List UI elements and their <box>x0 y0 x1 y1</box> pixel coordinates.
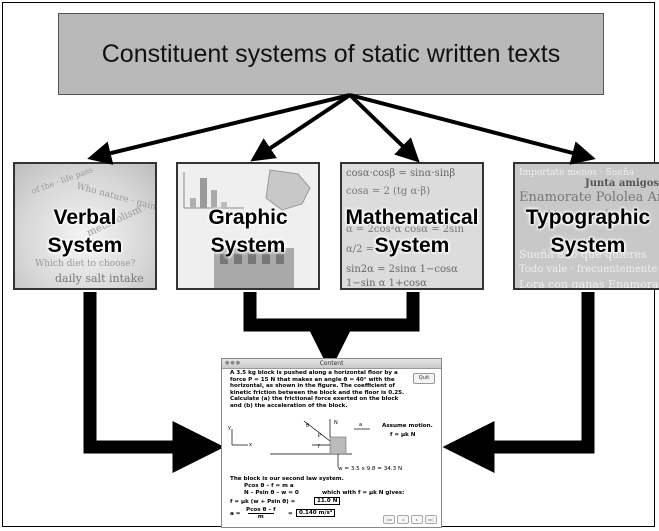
mathematical-system-label: Mathematical System <box>345 206 479 257</box>
first-page-button[interactable]: |◂◂ <box>383 515 395 524</box>
arrow-verbal-to-example <box>83 292 225 473</box>
solution-line-2: Pcos θ – f = m a <box>244 483 294 489</box>
verbal-system-panel: of the · life pass Who nature · gaining … <box>13 162 157 290</box>
svg-text:N: N <box>334 420 338 426</box>
arrow-graphic-math-to-example <box>243 292 420 352</box>
solution-line-5: a = <box>230 511 241 517</box>
svg-text:x: x <box>249 442 252 448</box>
prev-button[interactable]: ◂ <box>397 515 409 524</box>
svg-text:a: a <box>359 422 362 428</box>
result-friction: 11.0 N <box>314 497 341 505</box>
mathematical-system-panel: cosα·cosβ = sinα·sinβ cosa = 2 (tg α·β) … <box>340 162 484 290</box>
weight-equation: w = 3.5 x 9.8 = 34.3 N <box>338 466 403 472</box>
svg-text:y: y <box>228 425 231 431</box>
next-button[interactable]: ▸ <box>411 515 423 524</box>
force-diagram-icon: y x θ N P f a <box>228 419 370 467</box>
verbal-system-label: Verbal System <box>47 206 123 257</box>
typographic-system-label: Typographic System <box>525 206 651 257</box>
example-physics-screenshot: ●●● Content Quit A 3.5 kg block is pushe… <box>221 358 442 528</box>
arrow-title-to-verbal <box>87 93 351 165</box>
svg-text:θ: θ <box>306 423 309 429</box>
svg-text:f: f <box>318 444 320 450</box>
window-controls-icon: ●●● <box>225 360 242 366</box>
arrow-title-to-graphic <box>250 93 352 162</box>
friction-equation: f = μk N <box>390 432 416 438</box>
nav-buttons: |◂◂ ◂ ▸ ▸▸| <box>383 515 437 524</box>
diagram-title: Constituent systems of static written te… <box>58 13 604 95</box>
quit-button[interactable]: Quit <box>413 373 435 384</box>
typographic-system-panel: Importate menos · Sueña Junta amigos Ena… <box>513 162 659 290</box>
svg-text:P: P <box>318 433 321 439</box>
graphic-system-label: Graphic System <box>208 206 288 257</box>
solution-line-4: f = μk (w + Psin θ) = <box>230 499 296 505</box>
graphic-system-panel: Graphic System <box>176 162 320 290</box>
graphic-collage-icon <box>183 169 311 288</box>
solution-line-3b: which with f = μk N gives: <box>322 490 405 496</box>
equals-sign: = <box>288 511 293 517</box>
result-acceleration: 0.140 m/s² <box>296 509 336 517</box>
solution-line-1: The block is our second law system. <box>230 476 344 482</box>
problem-statement: A 3.5 kg block is pushed along a horizon… <box>230 370 405 409</box>
window-titlebar: ●●● Content <box>222 359 441 369</box>
arrow-title-to-mathematical <box>348 93 420 163</box>
arrow-typographic-to-example <box>442 292 595 473</box>
last-page-button[interactable]: ▸▸| <box>425 515 437 524</box>
assume-motion-text: Assume motion. <box>382 423 433 429</box>
arrow-title-to-typographic <box>349 93 596 165</box>
solution-line-3: N – Psin θ – w = 0 <box>244 490 299 496</box>
